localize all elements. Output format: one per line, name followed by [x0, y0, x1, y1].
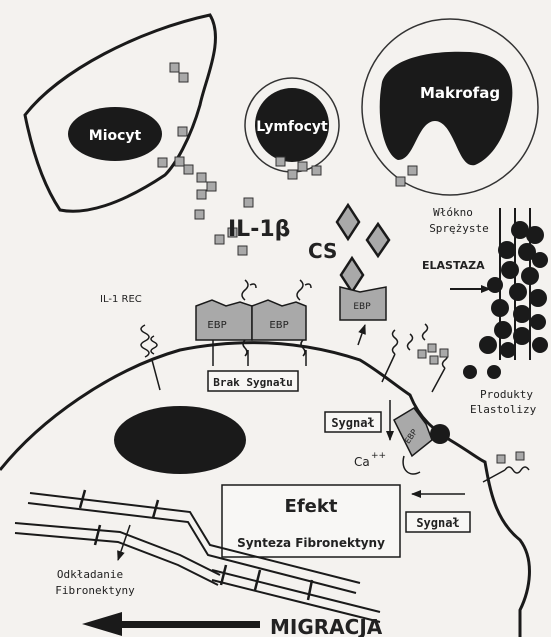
top-miocyt-label: Miocyt	[89, 128, 142, 144]
sygnal-label-upper: Sygnał	[331, 416, 374, 430]
lymfocyt-label: Lymfocyt	[256, 119, 328, 135]
migracja-arrow	[82, 612, 260, 636]
il1-rec-label: IL-1 REC	[100, 294, 142, 305]
cs-diamonds	[337, 205, 389, 292]
odkladanie-label-2: Fibronektyny	[55, 584, 135, 597]
odkladanie-label-1: Odkładanie	[57, 568, 123, 581]
wlokno-label-1: Włókno	[433, 206, 473, 219]
migracja-label: MIGRACJA	[270, 615, 383, 637]
brak-sygnalu-label: Brak Sygnału	[213, 376, 292, 389]
synteza-label: Synteza Fibronektyny	[237, 536, 385, 550]
makrofag-label: Makrofag	[420, 84, 500, 102]
il1-particles-right	[497, 452, 524, 463]
ebp-free-arrow	[358, 325, 365, 345]
main-miocyt-nucleus	[114, 406, 246, 474]
il1-beta-label: IL-1β	[228, 217, 290, 242]
wlokno-label-2: Sprężyste	[429, 222, 489, 235]
elastin-bound-ball	[430, 424, 450, 444]
produkty-label-1: Produkty	[480, 388, 533, 401]
produkty-label-2: Elastolizy	[470, 403, 537, 416]
ebp-free-label: EBP	[353, 302, 371, 312]
ebp-left-label: EBP	[207, 320, 226, 331]
efekt-label: Efekt	[285, 496, 338, 517]
ebp-anchor	[403, 456, 420, 474]
ebp-right-label: EBP	[269, 320, 288, 331]
cs-label: CS	[308, 239, 337, 263]
calcium-label: Ca	[354, 455, 370, 469]
calcium-superscript: ++	[371, 451, 386, 461]
sygnal-label-lower: Sygnał	[416, 516, 459, 530]
elastaza-label: ELASTAZA	[422, 259, 485, 272]
